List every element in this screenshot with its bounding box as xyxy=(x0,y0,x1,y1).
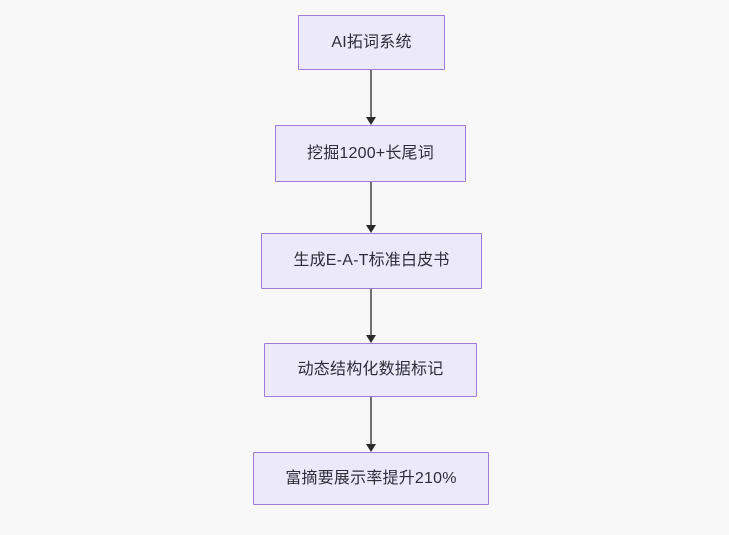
flow-node-generate-eat-whitepaper[interactable]: 生成E-A-T标准白皮书 xyxy=(261,233,482,289)
flow-node-label: 富摘要展示率提升210% xyxy=(285,469,457,487)
arrowhead-icon xyxy=(366,117,376,125)
edge-line xyxy=(370,182,372,226)
flow-node-label: AI拓词系统 xyxy=(331,33,412,51)
edge-line xyxy=(370,397,372,445)
arrowhead-icon xyxy=(366,225,376,233)
flow-node-rich-snippet-impression-lift[interactable]: 富摘要展示率提升210% xyxy=(253,452,489,505)
arrowhead-icon xyxy=(366,335,376,343)
flow-node-label: 挖掘1200+长尾词 xyxy=(307,144,434,162)
flow-node-dynamic-structured-data-markup[interactable]: 动态结构化数据标记 xyxy=(264,343,477,397)
edge-line xyxy=(370,70,372,118)
flow-node-ai-keyword-system[interactable]: AI拓词系统 xyxy=(298,15,445,70)
edge-line xyxy=(370,289,372,336)
flow-node-label: 动态结构化数据标记 xyxy=(297,361,444,378)
flow-node-label: 生成E-A-T标准白皮书 xyxy=(293,252,450,269)
flow-node-mine-longtail-keywords[interactable]: 挖掘1200+长尾词 xyxy=(275,125,466,182)
arrowhead-icon xyxy=(366,444,376,452)
